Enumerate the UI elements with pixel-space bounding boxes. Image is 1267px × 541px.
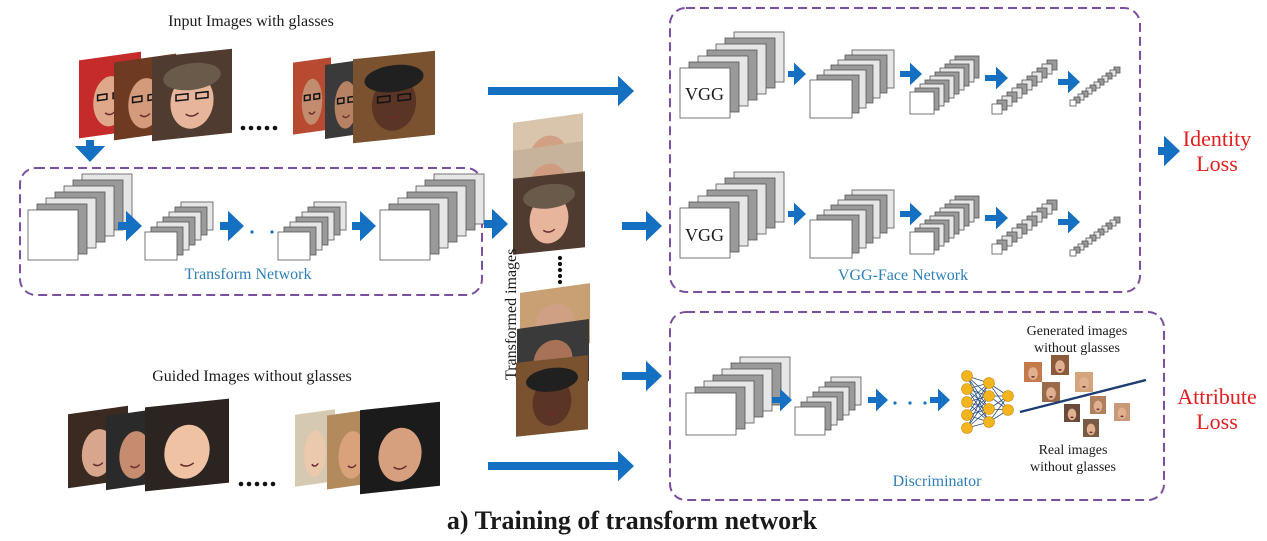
arrow-transform-to-images	[484, 208, 508, 240]
arrow-images-to-vgg	[622, 210, 662, 242]
transform-network-label: Transform Network	[184, 266, 312, 283]
discriminator-stack-1	[685, 356, 791, 436]
decision-boundary-line	[1019, 378, 1147, 414]
arrow-transform-3	[352, 210, 376, 242]
discriminator-dot-2	[908, 401, 912, 405]
discriminator-dot-3	[923, 401, 927, 405]
vgg-top-stack-2	[809, 49, 895, 119]
arrow-vgg-bottom-1	[788, 202, 806, 226]
discriminator-label: Discriminator	[892, 473, 982, 490]
arrow-input-to-transform	[74, 140, 106, 162]
real-face-2	[1090, 396, 1106, 414]
arrow-images-to-discriminator	[622, 360, 662, 392]
arrow-guided-to-discriminator	[488, 450, 634, 482]
real-face-3	[1114, 403, 1130, 421]
transform-stack-2	[144, 201, 214, 261]
guided-face-6	[360, 401, 440, 495]
arrow-discriminator-1	[772, 388, 792, 412]
vgg-top-stack-4	[991, 59, 1058, 115]
arrow-vgg-bottom-2	[900, 202, 922, 226]
vgg-label-top: VGG	[685, 84, 724, 104]
ellipsis-guided-images	[238, 481, 276, 487]
transformed-images-label: Transformed images	[503, 248, 520, 380]
transform-dot-1	[228, 230, 232, 234]
vgg-bottom-stack-5	[1069, 216, 1121, 257]
vgg-label-bottom: VGG	[685, 225, 724, 245]
figure-caption: a) Training of transform network	[446, 506, 818, 535]
arrow-vgg-top-3	[985, 66, 1008, 90]
transform-dot-3	[270, 230, 274, 234]
vgg-top-stack-5	[1069, 66, 1121, 107]
discriminator-dot-1	[893, 401, 897, 405]
vgg-bottom-stack-2	[809, 189, 895, 259]
transformed-face-3	[513, 171, 585, 255]
real-face-1	[1064, 404, 1080, 422]
vgg-top-stack-1	[679, 31, 785, 119]
arrow-vgg-bottom-3	[985, 206, 1008, 230]
vgg-bottom-stack-1	[679, 171, 785, 259]
generated-face-2	[1051, 355, 1069, 375]
ellipsis-transformed-images	[557, 255, 563, 285]
input-face-4	[293, 57, 331, 135]
neural-network-icon	[961, 370, 1014, 434]
input-images-label: Input Images with glasses	[168, 13, 334, 30]
arrow-vgg-top-2	[900, 62, 922, 86]
vgg-face-network-label: VGG-Face Network	[837, 267, 969, 284]
input-face-6	[353, 50, 435, 144]
transform-network-box	[19, 167, 483, 296]
arrow-vgg-top-1	[788, 62, 806, 86]
generated-face-4	[1042, 382, 1060, 402]
transform-stack-3	[277, 201, 347, 261]
arrow-vgg-bottom-4	[1058, 210, 1080, 234]
arrow-input-to-vgg	[488, 75, 634, 107]
vgg-face-network-box	[669, 7, 1141, 293]
real-face-4	[1083, 419, 1099, 437]
guided-face-4	[295, 409, 335, 487]
discriminator-stack-2	[794, 376, 862, 436]
arrow-vgg-top-4	[1058, 70, 1080, 94]
guided-images-label: Guided Images without glasses	[152, 368, 352, 385]
arrow-discriminator-2	[868, 388, 888, 412]
arrow-to-identity-loss	[1158, 135, 1180, 167]
generated-face-1	[1024, 362, 1042, 382]
ellipsis-input-images	[240, 125, 278, 131]
transform-stack-1	[27, 173, 133, 261]
arrow-transform-1	[118, 210, 142, 242]
transform-dot-2	[250, 230, 254, 234]
vgg-bottom-stack-3	[909, 195, 980, 255]
vgg-top-stack-3	[909, 55, 980, 115]
discriminator-box	[669, 311, 1165, 501]
arrow-discriminator-3	[930, 388, 950, 412]
input-face-3	[152, 48, 232, 142]
vgg-bottom-stack-4	[991, 199, 1058, 255]
transform-stack-4	[379, 173, 485, 261]
guided-face-3	[145, 398, 229, 492]
arrow-transform-2	[220, 210, 244, 242]
transformed-face-6	[516, 355, 588, 437]
generated-face-3	[1075, 372, 1093, 392]
